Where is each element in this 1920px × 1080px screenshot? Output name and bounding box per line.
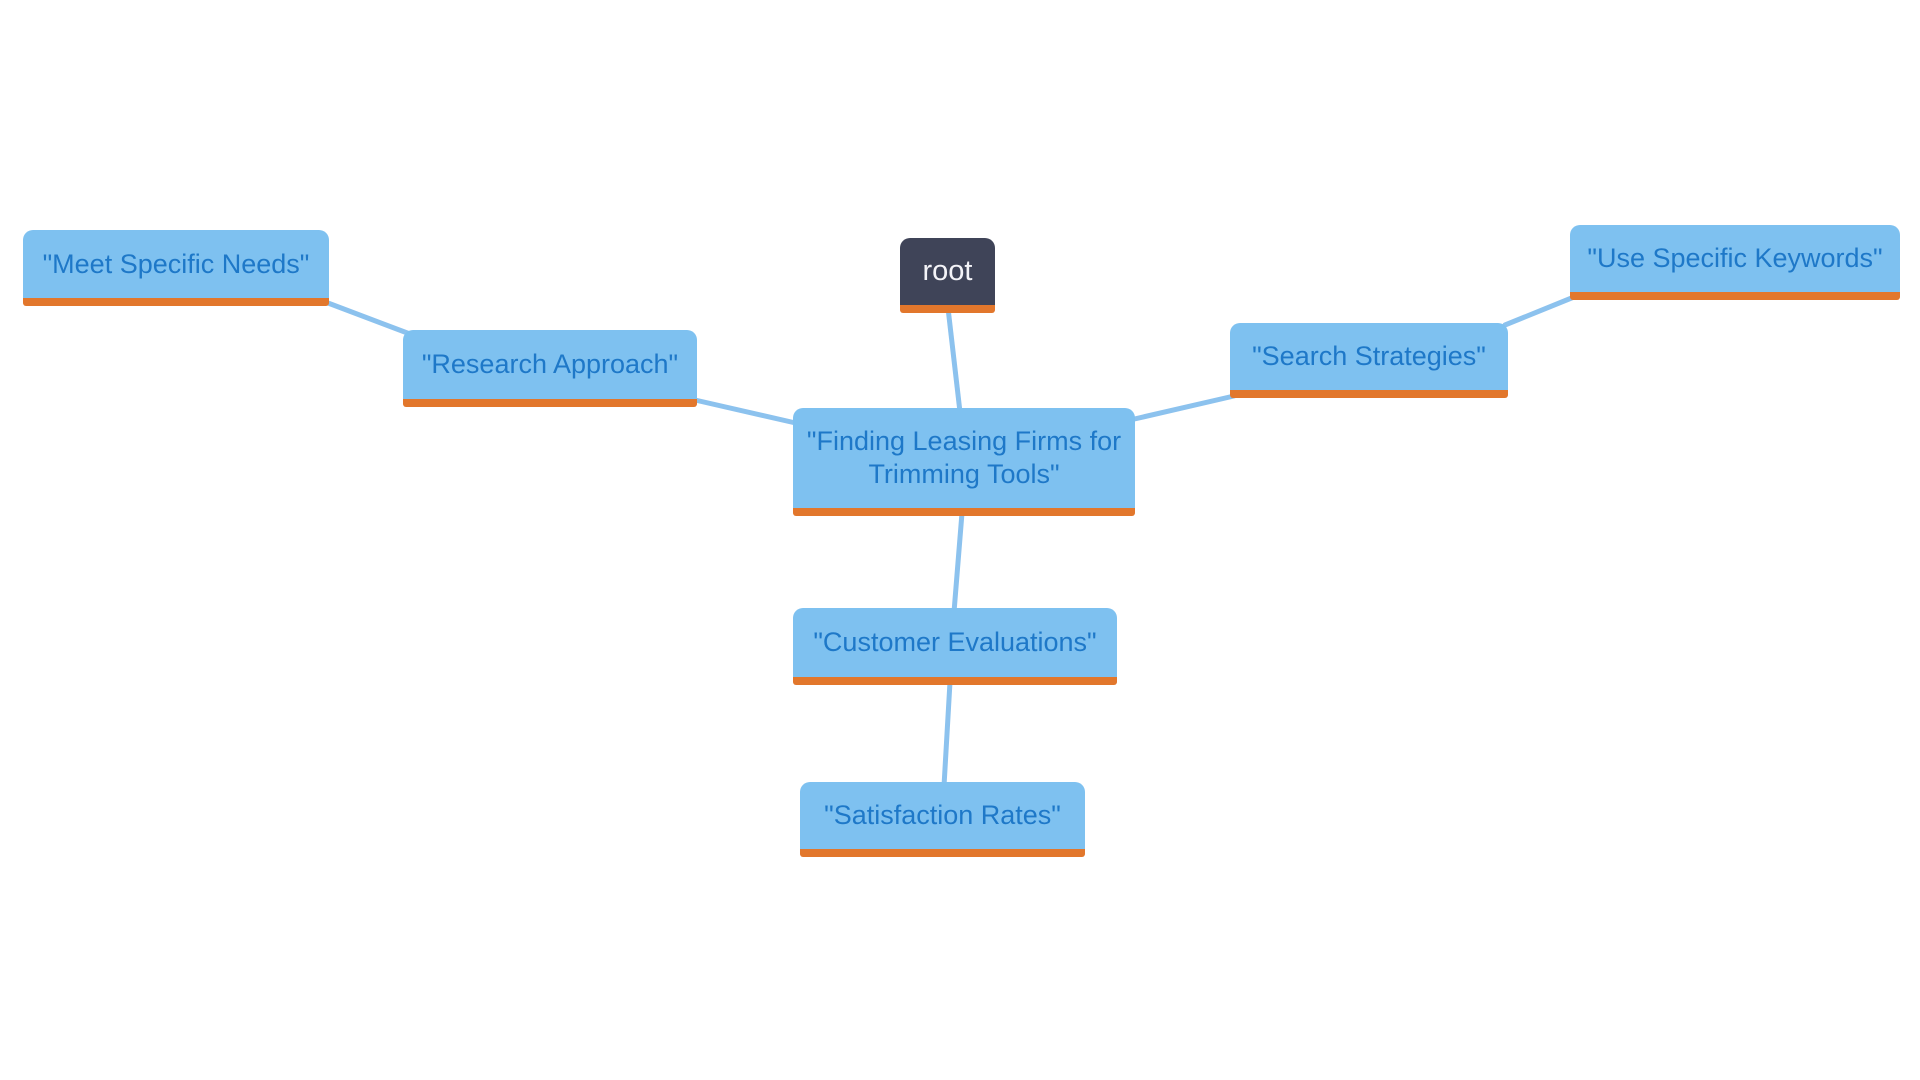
edge-customer-satisfaction	[941, 679, 953, 789]
edge-meet-research	[325, 300, 413, 337]
edge-central-search	[1127, 393, 1237, 423]
node-meet-specific-needs[interactable]: "Meet Specific Needs"	[23, 230, 329, 306]
node-finding-leasing-firms[interactable]: "Finding Leasing Firms for Trimming Tool…	[793, 408, 1135, 516]
node-meet-specific-needs-label: "Meet Specific Needs"	[42, 248, 310, 279]
node-root[interactable]: root	[900, 238, 995, 313]
edge-central-customer	[951, 510, 965, 615]
node-root-label: root	[922, 255, 973, 287]
node-search-strategies[interactable]: "Search Strategies"	[1230, 323, 1508, 398]
node-use-specific-keywords[interactable]: "Use Specific Keywords"	[1570, 225, 1900, 300]
node-finding-leasing-firms-label: "Finding Leasing Firms for Trimming Tool…	[806, 426, 1122, 489]
node-research-approach-label: "Research Approach"	[421, 349, 679, 379]
node-satisfaction-rates[interactable]: "Satisfaction Rates"	[800, 782, 1085, 857]
node-research-approach[interactable]: "Research Approach"	[403, 330, 697, 407]
node-use-specific-keywords-label: "Use Specific Keywords"	[1587, 243, 1883, 273]
node-search-strategies-label: "Search Strategies"	[1252, 341, 1486, 371]
edge-root-central	[945, 305, 963, 415]
node-customer-evaluations[interactable]: "Customer Evaluations"	[793, 608, 1117, 685]
node-customer-evaluations-label: "Customer Evaluations"	[813, 627, 1097, 657]
edge-research-central	[692, 397, 803, 427]
edge-search-keywords	[1502, 294, 1577, 328]
node-satisfaction-rates-label: "Satisfaction Rates"	[824, 800, 1061, 830]
